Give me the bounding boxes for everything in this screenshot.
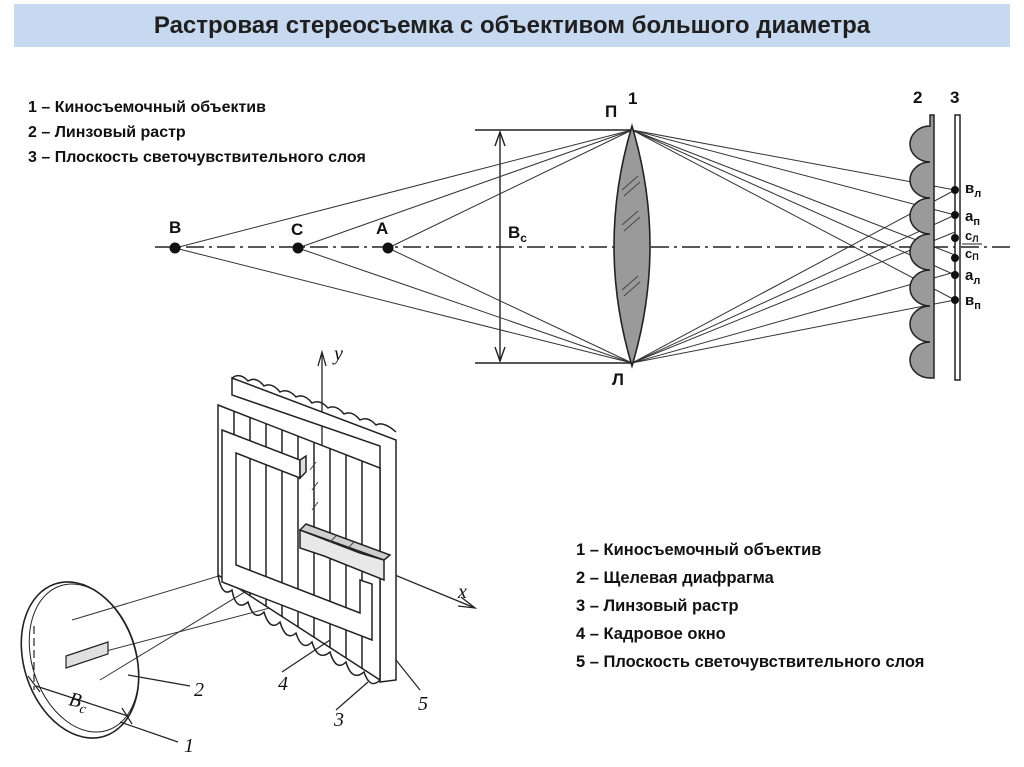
image-cp-label: cП xyxy=(965,246,979,262)
image-points xyxy=(951,186,959,304)
iso-number-1: 1 xyxy=(184,735,194,757)
page-title-text: Растровая стереосъемка с объективом боль… xyxy=(153,11,871,39)
lens-raster xyxy=(909,114,935,379)
legend-bottom-item: 5 – Плоскость светочувствительного слоя xyxy=(576,653,925,671)
iso-base-label: Bc xyxy=(66,688,90,717)
raster-number: 2 xyxy=(913,88,922,107)
lens-shape xyxy=(613,123,651,369)
object-rays xyxy=(174,129,633,364)
iso-x-label: x xyxy=(457,581,467,603)
lens-top-label: П xyxy=(605,102,617,121)
image-ap-label: ап xyxy=(965,208,980,228)
iso-raster-marks xyxy=(309,461,355,549)
base-label: Bc xyxy=(508,223,527,245)
lens-hatching xyxy=(621,175,641,297)
point-c-dot xyxy=(292,242,304,254)
legend-top-item: 3 – Плоскость светочувствительного слоя xyxy=(28,149,366,166)
image-vl-label: вл xyxy=(965,180,981,200)
image-vp-label: вп xyxy=(965,292,981,312)
point-b-label: B xyxy=(169,218,181,237)
iso-base-dimension xyxy=(27,675,133,725)
legend-bottom-item: 1 – Киносъемочный объектив xyxy=(576,541,822,559)
lens-number: 1 xyxy=(628,89,637,108)
legend-top-item: 1 – Киносъемочный объектив xyxy=(28,99,266,116)
point-a-label: A xyxy=(376,219,388,238)
iso-number-5: 5 xyxy=(418,693,428,715)
legend-top: 1 – Киносъемочный объектив 2 – Линзовый … xyxy=(28,95,366,170)
legend-bottom-item: 2 – Щелевая диафрагма xyxy=(576,569,774,587)
iso-number-3: 3 xyxy=(333,709,344,731)
image-al-label: ал xyxy=(965,267,980,287)
page-title: Растровая стереосъемка с объективом боль… xyxy=(14,4,1010,47)
iso-objective xyxy=(20,581,140,739)
iso-raster-block xyxy=(217,374,397,685)
iso-number-2: 2 xyxy=(194,679,204,701)
sensitive-layer xyxy=(954,114,961,381)
layer-number: 3 xyxy=(950,88,959,107)
legend-bottom-item: 4 – Кадровое окно xyxy=(576,625,726,643)
point-b-dot xyxy=(169,242,181,254)
base-dimension xyxy=(475,129,632,364)
iso-number-4: 4 xyxy=(278,673,288,695)
image-rays xyxy=(631,129,956,364)
point-a-dot xyxy=(382,242,394,254)
legend-bottom-item: 3 – Линзовый растр xyxy=(576,597,739,615)
iso-y-label: y xyxy=(332,343,343,365)
point-c-label: C xyxy=(291,220,303,239)
legend-top-item: 2 – Линзовый растр xyxy=(28,124,186,141)
iso-leaders xyxy=(119,639,421,743)
image-cl-label: cЛ xyxy=(965,228,979,244)
lens-bottom-label: Л xyxy=(612,370,624,389)
legend-bottom: 1 – Киносъемочный объектив 2 – Щелевая д… xyxy=(576,536,924,676)
